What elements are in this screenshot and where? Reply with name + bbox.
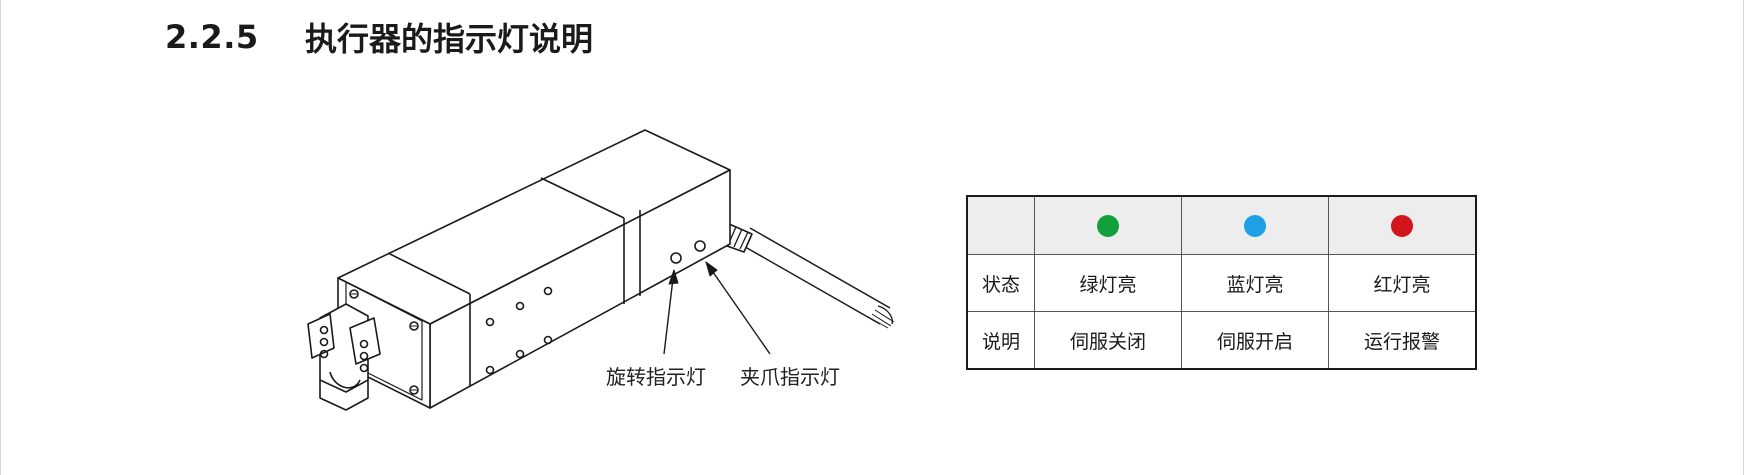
blue-led-icon xyxy=(1244,214,1266,237)
table-corner-cell xyxy=(966,195,1035,255)
clamp-indicator-label: 夹爪指示灯 xyxy=(740,365,840,389)
table-cell: 伺服开启 xyxy=(1181,311,1329,370)
section-title: 执行器的指示灯说明 xyxy=(305,20,594,58)
actuator-drawing xyxy=(290,118,910,448)
rotate-indicator-label: 旋转指示灯 xyxy=(606,365,706,389)
table-row: 状态 绿灯亮 蓝灯亮 红灯亮 xyxy=(966,254,1477,312)
page-border-left xyxy=(0,0,1,475)
clamp-indicator-hole xyxy=(694,240,706,252)
indicator-status-table: 状态 绿灯亮 蓝灯亮 红灯亮 说明 伺服关闭 伺服开启 运行报警 xyxy=(966,195,1477,370)
rotate-indicator-hole xyxy=(670,252,682,264)
table-cell: 伺服关闭 xyxy=(1034,311,1182,370)
row-header-meaning: 说明 xyxy=(966,311,1035,370)
cable xyxy=(709,216,895,329)
table-row xyxy=(966,195,1477,255)
green-led-icon xyxy=(1097,214,1119,237)
table-row: 说明 伺服关闭 伺服开启 运行报警 xyxy=(966,311,1477,370)
row-header-state: 状态 xyxy=(966,254,1035,312)
table-header-cell xyxy=(1034,195,1182,255)
table-header-cell xyxy=(1181,195,1329,255)
table-cell: 运行报警 xyxy=(1328,311,1477,370)
section-number: 2.2.5 xyxy=(165,18,259,56)
table-cell: 蓝灯亮 xyxy=(1181,254,1329,312)
table-cell: 红灯亮 xyxy=(1328,254,1477,312)
red-led-icon xyxy=(1391,214,1413,237)
table-cell: 绿灯亮 xyxy=(1034,254,1182,312)
table-header-cell xyxy=(1328,195,1477,255)
section-heading: 2.2.5 执行器的指示灯说明 xyxy=(165,14,593,60)
